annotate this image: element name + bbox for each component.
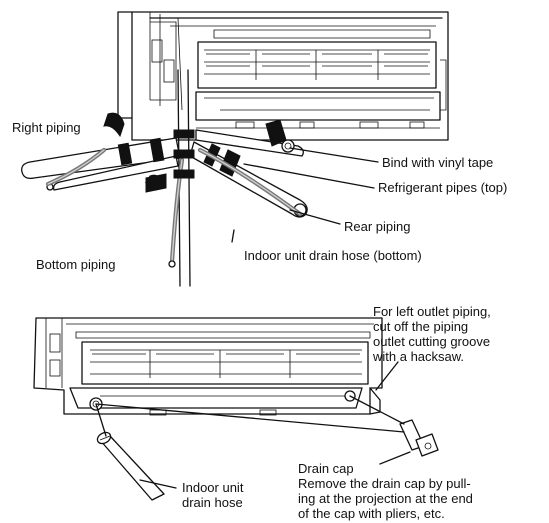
- label-left-outlet-line-3: outlet cutting groove: [373, 334, 491, 349]
- label-drain-cap: Drain cap: [298, 461, 354, 476]
- bottom-leader-lines: [95, 361, 411, 489]
- label-left-outlet-line-1: For left outlet piping,: [373, 304, 491, 319]
- label-bottom-piping: Bottom piping: [36, 257, 116, 272]
- drain-cap-drawing: [399, 419, 439, 457]
- drain-hoses: [45, 129, 303, 268]
- label-indoor-drain-hose-1: Indoor unit: [182, 480, 244, 495]
- label-drain-cap-note-3: of the cap with pliers, etc.: [298, 506, 445, 521]
- bottom-indoor-unit: [33, 317, 383, 416]
- label-indoor-drain-hose-2: drain hose: [182, 495, 243, 510]
- label-bind-vinyl-tape: Bind with vinyl tape: [382, 155, 494, 170]
- label-drain-cap-note-2: ing at the projection at the end: [298, 491, 473, 506]
- label-rear-piping: Rear piping: [344, 219, 411, 234]
- rear-piping-pipes: [189, 119, 308, 218]
- label-drain-cap-note-1: Remove the drain cap by pull-: [298, 476, 471, 491]
- bottom-drain-hose: [96, 431, 165, 501]
- top-indoor-unit: [117, 11, 449, 141]
- label-left-outlet-line-4: with a hacksaw.: [373, 349, 465, 364]
- label-left-outlet-line-2: cut off the piping: [373, 319, 469, 334]
- top-leader-lines: [231, 147, 379, 243]
- label-drain-hose-bottom: Indoor unit drain hose (bottom): [244, 248, 422, 263]
- label-right-piping: Right piping: [12, 120, 81, 135]
- label-refrigerant-pipes: Refrigerant pipes (top): [378, 180, 508, 195]
- right-piping-pipes: [21, 112, 181, 191]
